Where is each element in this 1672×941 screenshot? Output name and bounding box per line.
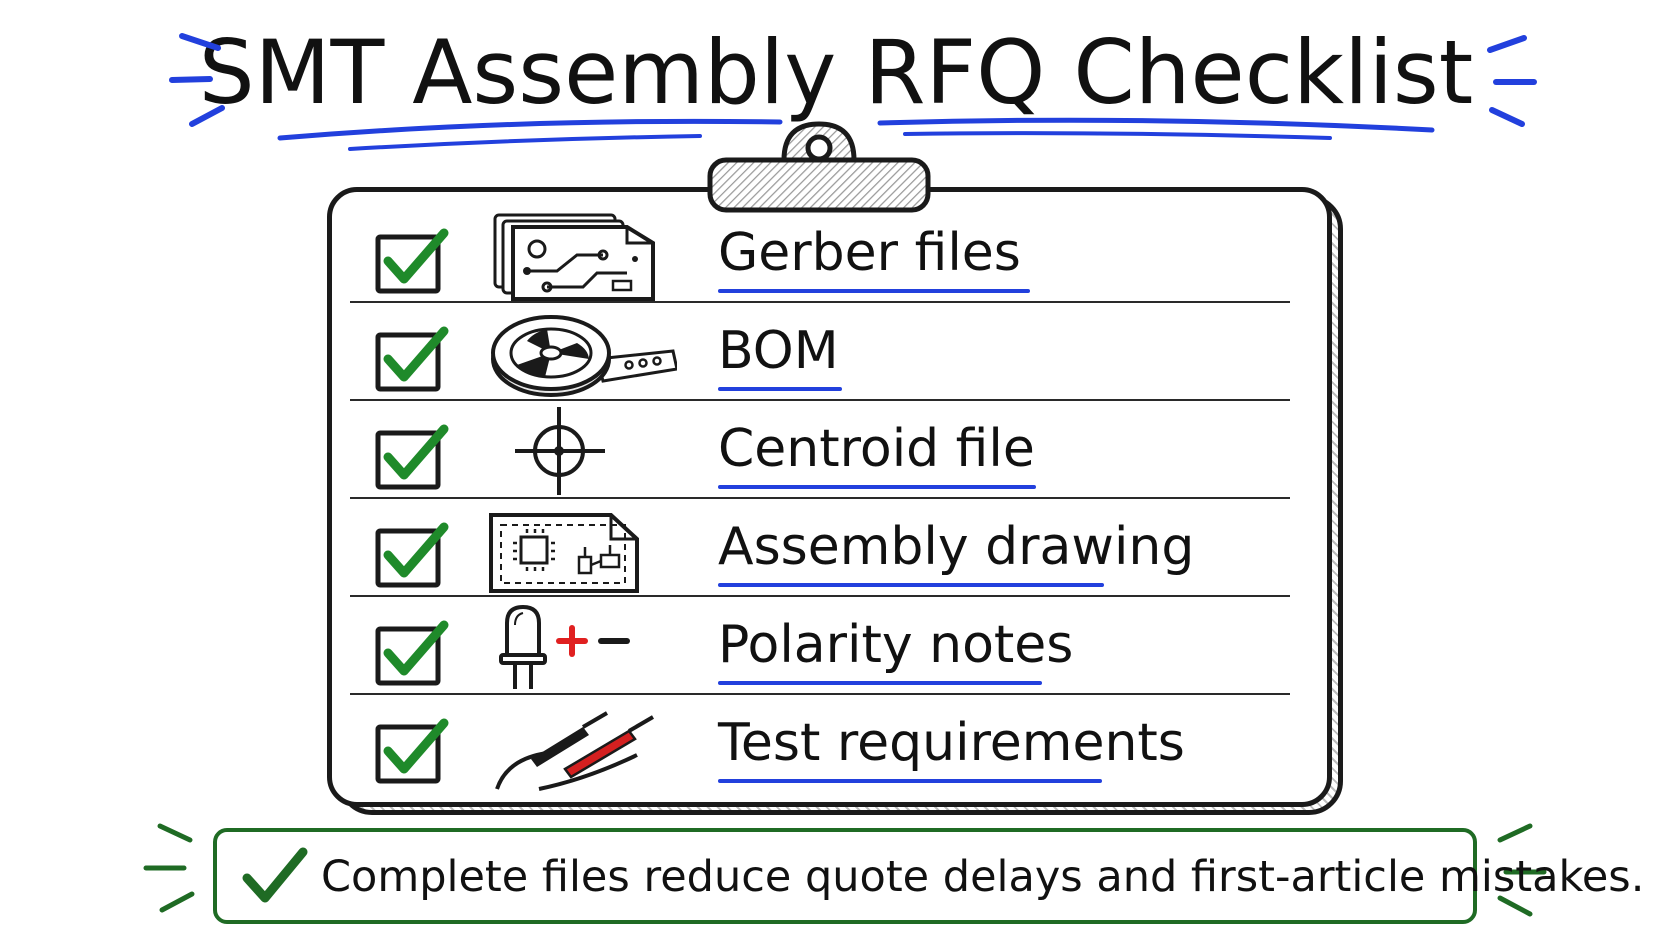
led-polarity-icon — [499, 604, 630, 689]
test-probes-icon — [495, 711, 655, 791]
row-divider — [350, 693, 1290, 695]
checklist-item-label: BOM — [718, 321, 839, 381]
crosshair-icon — [515, 407, 605, 495]
label-underline — [718, 779, 1102, 783]
label-underline — [718, 289, 1030, 293]
checklist-row-bom: BOM — [350, 303, 1290, 401]
checked-checkbox-icon[interactable] — [374, 717, 454, 787]
summary-banner: Complete files reduce quote delays and f… — [213, 828, 1645, 924]
checked-checkbox-icon[interactable] — [374, 521, 454, 591]
checkmark-icon — [242, 847, 308, 903]
checklist-item-label: Polarity notes — [718, 615, 1074, 675]
checked-checkbox-icon[interactable] — [374, 325, 454, 395]
page-title: SMT Assembly RFQ Checklist — [198, 21, 1474, 124]
row-divider — [350, 595, 1290, 597]
label-underline — [718, 583, 1104, 587]
checklist-row-gerber-files: Gerber files — [350, 205, 1290, 303]
checklist-row-centroid-file: Centroid file — [350, 401, 1290, 499]
row-divider — [350, 301, 1290, 303]
label-underline — [718, 681, 1042, 685]
checked-checkbox-icon[interactable] — [374, 227, 454, 297]
checked-checkbox-icon[interactable] — [374, 423, 454, 493]
label-underline — [718, 387, 842, 391]
clipboard-clip-icon — [707, 121, 931, 213]
checklist-row-polarity-notes: Polarity notes — [350, 597, 1290, 695]
checked-checkbox-icon[interactable] — [374, 619, 454, 689]
checklist-item-label: Assembly drawing — [718, 517, 1195, 577]
checklist-item-label: Gerber files — [718, 223, 1021, 283]
checklist-item-label: Centroid file — [718, 419, 1035, 479]
row-divider — [350, 399, 1290, 401]
checklist-row-test-requirements: Test requirements — [350, 695, 1290, 793]
banner-text: Complete files reduce quote delays and f… — [321, 852, 1645, 902]
pcb-layers-icon — [493, 213, 655, 301]
checklist-row-assembly-drawing: Assembly drawing — [350, 499, 1290, 597]
assembly-drawing-icon — [489, 513, 639, 593]
checklist-item-label: Test requirements — [718, 713, 1185, 773]
row-divider — [350, 497, 1290, 499]
label-underline — [718, 485, 1036, 489]
component-reel-icon — [491, 315, 677, 397]
